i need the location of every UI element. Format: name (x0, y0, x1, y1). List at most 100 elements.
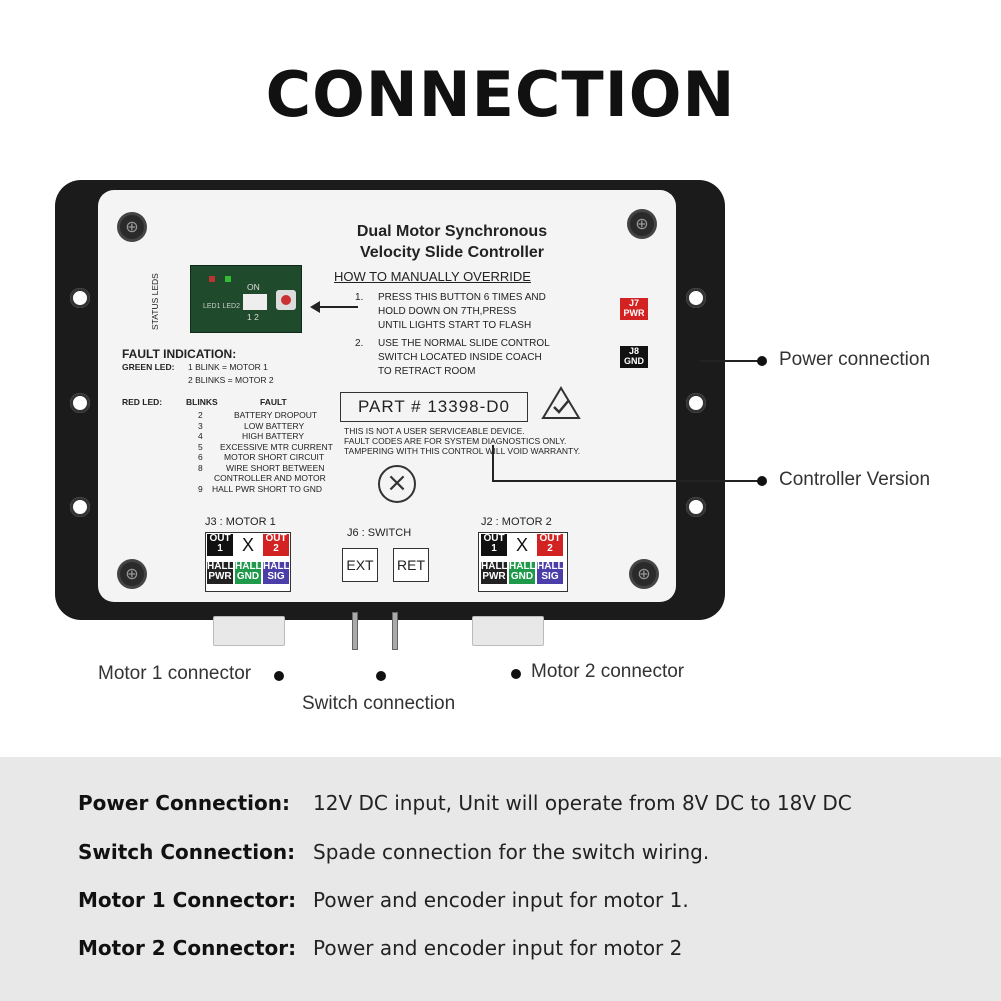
fault-blinks: 3 (198, 420, 203, 431)
switch-spade-terminal (352, 612, 358, 650)
j8-label: J8 (628, 346, 639, 356)
green-led-row: 2 BLINKS = MOTOR 2 (188, 375, 274, 385)
j8-ground-terminal: J8 GND (620, 346, 648, 368)
pin-out1: OUT 1 (207, 534, 233, 556)
device-title-line2: Velocity Slide Controller (359, 244, 545, 261)
fault-blinks: 8 (198, 462, 203, 473)
j7-power-terminal: J7 PWR (620, 298, 648, 320)
override-step-line: PRESS THIS BUTTON 6 TIMES AND (378, 292, 546, 303)
pin-out2: OUT 2 (537, 534, 563, 556)
fault-blinks: 2 (198, 410, 203, 420)
fault-description: HIGH BATTERY (242, 431, 305, 441)
power-connection-callout: Power connection (779, 349, 931, 370)
mount-hole (70, 288, 90, 308)
switch-spade-terminal (392, 612, 398, 650)
screw-icon: ⊕ (630, 212, 654, 236)
override-step-line: SWITCH LOCATED INSIDE COACH (378, 352, 542, 363)
callout-line (492, 480, 762, 482)
switch-ext-terminal: EXT (342, 548, 378, 582)
callout-line (700, 360, 762, 362)
fault-header: FAULT (260, 397, 287, 407)
fault-description: BATTERY DROPOUT (234, 410, 318, 420)
page-title: CONNECTION (265, 58, 736, 131)
spec-value-power: 12V DC input, Unit will operate from 8V … (313, 791, 852, 815)
j2-label: J2 : MOTOR 2 (481, 516, 552, 528)
override-step-line: TO RETRACT ROOM (378, 366, 476, 377)
pin-hall-pwr: HALL PWR (481, 561, 508, 584)
switch-connection-callout: Switch connection (302, 693, 456, 714)
fault-description: MOTOR SHORT CIRCUIT (224, 452, 325, 462)
j7-label: J7 (628, 298, 639, 308)
fault-description: WIRE SHORT BETWEEN (226, 462, 325, 473)
switch-ret-terminal: RET (393, 548, 429, 582)
fault-description: HALL PWR SHORT TO GND (212, 484, 323, 494)
callout-dot (757, 356, 767, 366)
mount-hole (686, 288, 706, 308)
spec-value-switch: Spade connection for the switch wiring. (313, 840, 710, 864)
spec-value-motor1: Power and encoder input for motor 1. (313, 888, 689, 912)
override-step-num: 2. (355, 338, 364, 349)
pcb-pin-labels: 1 2 (247, 312, 259, 322)
j3-label: J3 : MOTOR 1 (205, 516, 276, 528)
red-led-label: RED LED: (122, 397, 163, 407)
green-led-label: GREEN LED: (122, 362, 175, 372)
pin-hall-pwr: HALL PWR (207, 561, 234, 584)
override-button[interactable] (276, 290, 296, 310)
j7-sublabel: PWR (623, 308, 645, 318)
mount-hole (686, 393, 706, 413)
status-leds-label: STATUS LEDS (150, 273, 160, 330)
blinks-header: BLINKS (186, 397, 218, 407)
spec-key-motor1: Motor 1 Connector: (78, 888, 297, 912)
override-step-num: 1. (355, 292, 364, 303)
screw-icon: ⊕ (632, 562, 656, 586)
override-step-line: HOLD DOWN ON 7TH,PRESS (378, 306, 517, 317)
pin-hall-gnd: HALL GND (235, 561, 262, 584)
pin-hall-sig: HALL SIG (263, 561, 290, 584)
j8-sublabel: GND (624, 356, 644, 366)
callout-line (492, 445, 494, 481)
override-step-line: USE THE NORMAL SLIDE CONTROL (378, 338, 550, 349)
callout-dot (757, 476, 767, 486)
spec-key-power: Power Connection: (78, 791, 290, 815)
mount-hole (70, 497, 90, 517)
part-number: PART # 13398-D0 (340, 392, 528, 422)
fault-blinks: 4 (198, 431, 203, 441)
dip-switch[interactable] (243, 294, 267, 310)
device-title-line1: Dual Motor Synchronous (356, 223, 548, 240)
motor2-connector-callout: Motor 2 connector (531, 661, 685, 682)
pin-x: X (509, 534, 535, 556)
mount-hole (70, 393, 90, 413)
connection-specs-panel (0, 757, 1001, 1001)
fault-heading: FAULT INDICATION: (122, 347, 237, 361)
callout-dot (376, 671, 386, 681)
certification-mark-icon (541, 386, 581, 419)
warning-line: FAULT CODES ARE FOR SYSTEM DIAGNOSTICS O… (344, 436, 567, 446)
fault-blinks: 6 (198, 452, 203, 462)
motor1-connector-plug (213, 616, 285, 646)
status-led-1 (209, 276, 215, 282)
fault-blinks: 5 (198, 441, 203, 452)
controller-label-panel (98, 190, 676, 602)
controller-version-callout: Controller Version (779, 469, 931, 490)
motor1-connector-callout: Motor 1 connector (98, 663, 252, 684)
pcb-led-labels: LED1 LED2 (203, 303, 240, 310)
screw-icon: ⊕ (120, 562, 144, 586)
motor2-connector-plug (472, 616, 544, 646)
callout-dot (511, 669, 521, 679)
fault-description: EXCESSIVE MTR CURRENT (220, 441, 333, 452)
spec-key-motor2: Motor 2 Connector: (78, 936, 297, 960)
status-led-2 (225, 276, 231, 282)
j6-label: J6 : SWITCH (347, 527, 412, 539)
warning-line: THIS IS NOT A USER SERVICEABLE DEVICE. (344, 426, 525, 436)
callout-dot (274, 671, 284, 681)
fault-description: LOW BATTERY (244, 420, 305, 431)
indicator-x-icon: × (378, 465, 416, 503)
spec-key-switch: Switch Connection: (78, 840, 296, 864)
pin-out2: OUT 2 (263, 534, 289, 556)
override-heading: HOW TO MANUALLY OVERRIDE (334, 269, 531, 284)
spec-value-motor2: Power and encoder input for motor 2 (313, 936, 683, 960)
pin-hall-gnd: HALL GND (509, 561, 536, 584)
pin-out1: OUT 1 (481, 534, 507, 556)
mount-hole (686, 497, 706, 517)
arrow-left-icon (310, 301, 358, 313)
